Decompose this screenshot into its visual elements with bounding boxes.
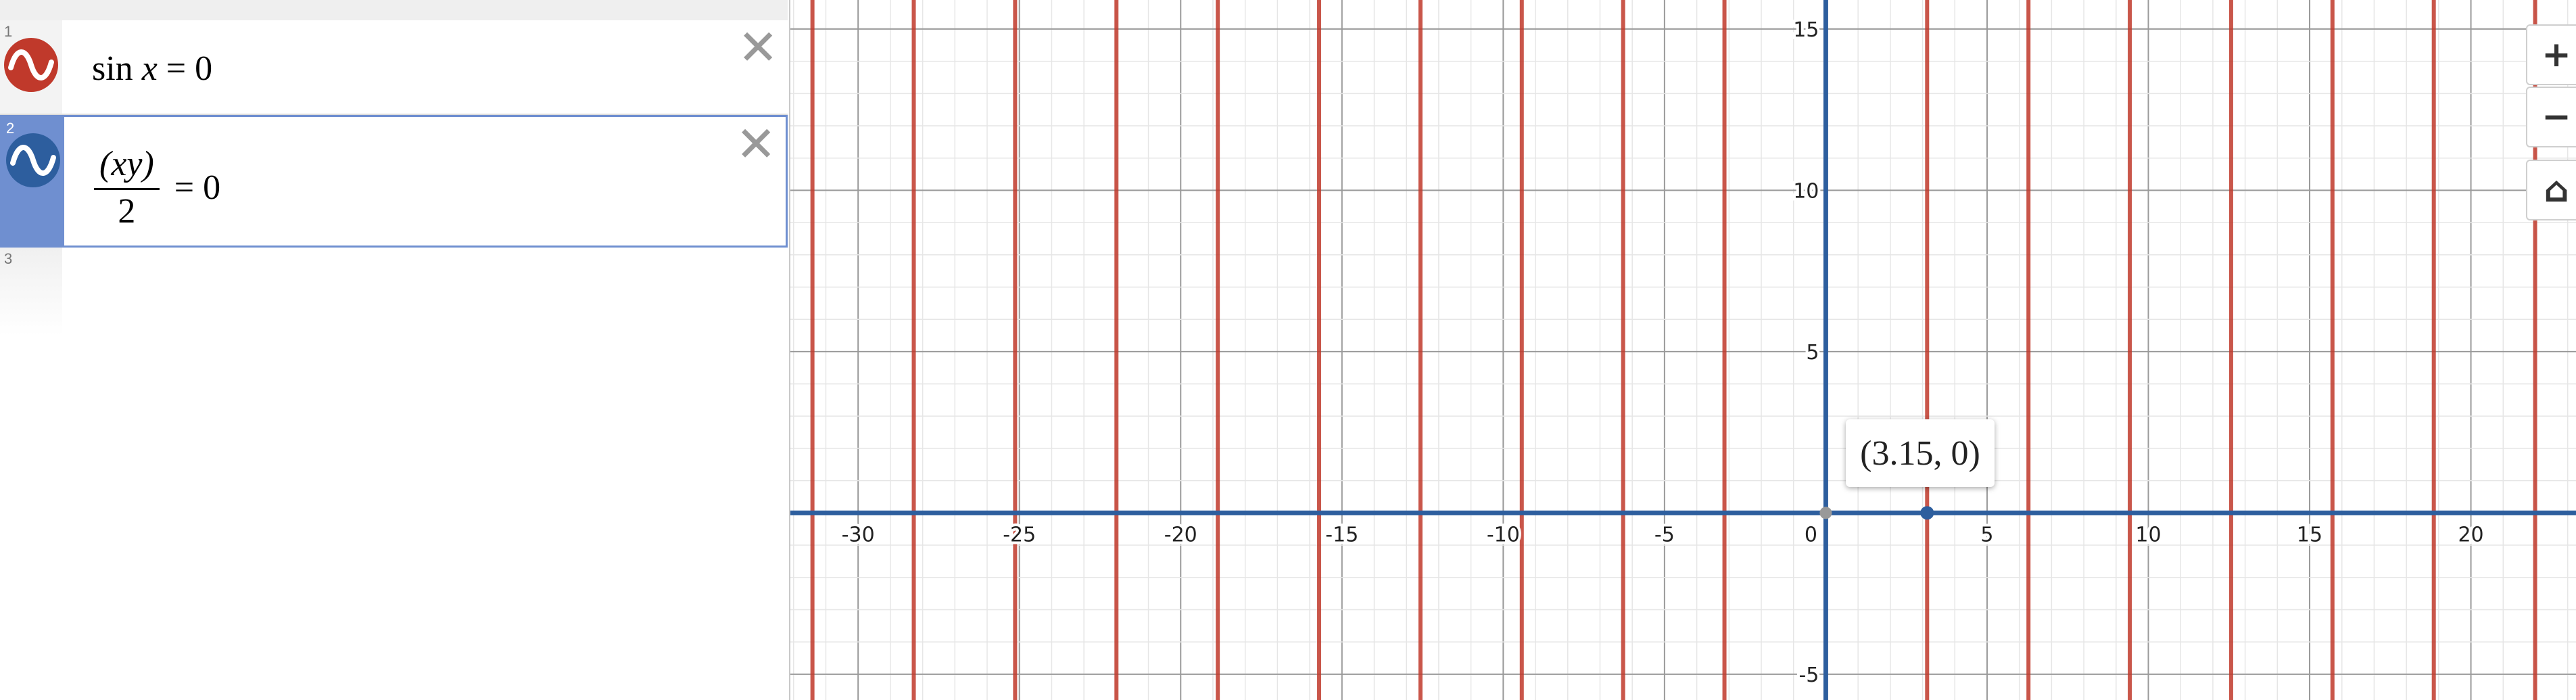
- expression-number: 3: [4, 250, 13, 267]
- graph-color-icon[interactable]: [4, 38, 58, 92]
- x-tick-label: -25: [1003, 523, 1036, 546]
- graph-paper[interactable]: -30 -25 -20 -15 -10 -5 0 5 10 15 20 15 10 5 -5: [789, 0, 2576, 700]
- variable: x: [141, 49, 158, 88]
- expression-input[interactable]: sin x = 0: [92, 49, 212, 89]
- x-tick-label: -10: [1487, 523, 1520, 546]
- graph-canvas[interactable]: -30 -25 -20 -15 -10 -5 0 5 10 15 20 15 10 5 -5: [790, 0, 2576, 700]
- equation-rhs: = 0: [166, 49, 213, 88]
- x-tick-label: 20: [2458, 523, 2483, 546]
- expression-gutter: 3: [0, 248, 62, 335]
- plus-icon: +: [2542, 34, 2571, 75]
- expression-gutter: 2: [2, 117, 64, 246]
- x-tick-label: 0: [1805, 523, 1817, 546]
- equation-rhs: = 0: [174, 168, 221, 207]
- origin-point: [1819, 507, 1832, 519]
- graph-color-icon[interactable]: [6, 133, 60, 187]
- delete-expression-icon[interactable]: ✕: [736, 116, 777, 172]
- x-tick-label: -30: [842, 523, 875, 546]
- delete-expression-icon[interactable]: ✕: [738, 19, 779, 76]
- fraction-denominator: 2: [118, 192, 136, 231]
- expression-list: 1 sin x = 0 ✕ 2 (xy) 2 = 0 ✕ 3: [0, 0, 788, 700]
- default-viewport-button[interactable]: ⌂: [2526, 160, 2576, 220]
- x-tick-label: 5: [1980, 523, 1993, 546]
- fraction-numerator: (xy): [94, 144, 160, 190]
- expression-row-2[interactable]: 2 (xy) 2 = 0 ✕: [0, 115, 788, 248]
- x-tick-label: -5: [1654, 523, 1675, 546]
- point-coordinate-label: (3.15, 0): [1846, 419, 1995, 487]
- y-tick-label: 10: [1793, 179, 1819, 203]
- zoom-out-button[interactable]: −: [2526, 87, 2576, 147]
- minus-icon: −: [2542, 97, 2571, 137]
- intersection-point: [1920, 506, 1934, 520]
- expression-gutter: 1: [0, 20, 62, 114]
- fraction: (xy) 2: [94, 144, 160, 231]
- expression-row-1[interactable]: 1 sin x = 0 ✕: [0, 20, 788, 115]
- home-icon: ⌂: [2544, 170, 2569, 210]
- expression-input[interactable]: (xy) 2 = 0: [94, 144, 220, 231]
- x-tick-label: -15: [1325, 523, 1358, 546]
- y-tick-label: 5: [1806, 341, 1819, 365]
- expression-row-3[interactable]: 3: [0, 248, 788, 335]
- y-tick-label: 15: [1793, 18, 1819, 42]
- expression-number: 2: [6, 120, 15, 137]
- x-tick-label: 15: [2297, 523, 2322, 546]
- x-tick-label: -20: [1164, 523, 1197, 546]
- x-tick-label: 10: [2135, 523, 2161, 546]
- y-tick-label: -5: [1798, 663, 1819, 687]
- expression-list-header: [0, 0, 788, 21]
- expression-number: 1: [4, 23, 13, 40]
- zoom-in-button[interactable]: +: [2526, 24, 2576, 85]
- function-name: sin: [92, 49, 133, 88]
